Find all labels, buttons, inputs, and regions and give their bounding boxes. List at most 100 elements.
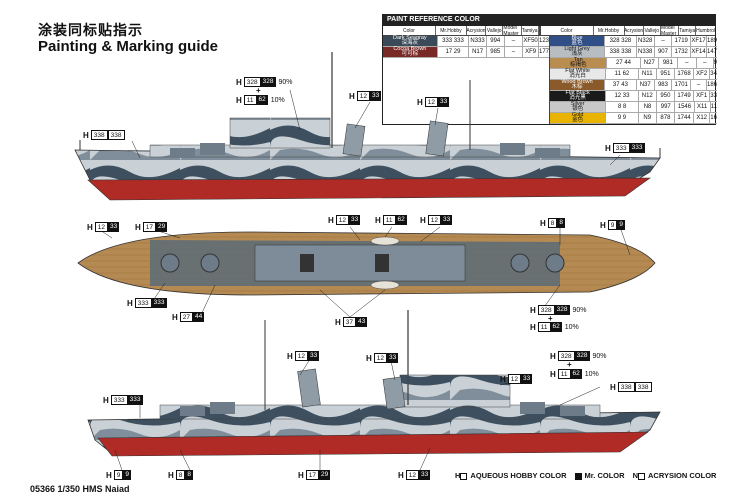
paint-cell-ya: – <box>690 80 706 90</box>
paint-table-title: PAINT REFERENCE COLOR <box>383 15 715 26</box>
paint-cell-ya: XF2 <box>693 69 709 79</box>
header-mrhobby: Mr.Hobby <box>436 26 467 35</box>
paint-cell-va: – <box>653 36 672 46</box>
plus-icon: + <box>567 360 572 369</box>
footer-product-code: 05366 1/350 HMS Naiad <box>30 484 130 494</box>
paint-cell-mh: 333 333 <box>436 36 469 46</box>
plus-icon: + <box>548 314 553 323</box>
paint-cell-va: 983 <box>653 80 672 90</box>
paint-cell-ac: N27 <box>639 58 659 68</box>
paint-cell-mm: 1749 <box>673 91 693 101</box>
paint-cell-ya: X12 <box>693 113 709 123</box>
paint-cell-ac: N11 <box>637 69 656 79</box>
header-tamiya: Tamiya <box>521 26 539 35</box>
paint-cell-ya: XF1 <box>693 91 709 101</box>
paint-cell-ac: N8 <box>637 102 656 112</box>
paint-cell-hu: 123 <box>538 36 550 46</box>
paint-cell-hu: 11 <box>709 102 718 112</box>
ship-top-view <box>77 231 656 296</box>
paint-cell-mm: – <box>676 58 696 68</box>
ship-side-view-port <box>87 310 661 457</box>
paint-cell-ac: N338 <box>635 47 654 57</box>
paint-cell-mh: 338 338 <box>604 47 636 57</box>
title-chinese: 涂装同标贴指示 <box>38 22 143 38</box>
header-vallejo-2: Vallejo <box>644 26 661 35</box>
paint-cell-mm: 1719 <box>671 36 690 46</box>
header-vallejo: Vallejo <box>486 26 504 35</box>
paint-cell-ac: N333 <box>468 36 486 46</box>
paint-cell-hu: 33 <box>709 91 717 101</box>
paint-reference-table: PAINT REFERENCE COLOR Color Mr.Hobby Acr… <box>382 14 718 125</box>
paint-cell-mm: – <box>503 36 523 46</box>
paint-cell-mm: – <box>503 47 523 57</box>
paint-cell-va: 994 <box>485 36 504 46</box>
paint-cell-mh: 8 8 <box>605 102 638 112</box>
paint-cell-mh: 328 328 <box>604 36 636 46</box>
paint-cell-va: 997 <box>656 102 674 112</box>
paint-table-header: Color Mr.Hobby Acrysion Vallejo Model Ma… <box>383 25 715 37</box>
header-acrysion-2: Acrysion <box>623 26 644 35</box>
paint-cell-mh: 12 33 <box>605 91 637 101</box>
plus-icon: + <box>256 86 261 95</box>
paint-cell-va: 878 <box>655 113 674 123</box>
paint-cell-mh: 9 9 <box>605 113 637 123</box>
paint-cell-mh: 27 44 <box>606 58 639 68</box>
header-model-master-2: Model Master <box>661 25 680 37</box>
paint-cell-ya: X11 <box>693 102 710 112</box>
paint-cell-ac: N328 <box>635 36 654 46</box>
paint-cell-mh: 17 29 <box>436 47 469 57</box>
paint-cell-hu: 189 <box>705 36 717 46</box>
paint-cell-ya: XF17 <box>690 36 706 46</box>
ship-side-view-starboard <box>74 52 661 201</box>
paint-cell-hu: 34 <box>709 69 717 79</box>
paint-cell-hu: 147 <box>705 47 717 57</box>
paint-cell-ya: XF50 <box>522 36 538 46</box>
paint-cell-mm: 1744 <box>673 113 693 123</box>
legend-mr-color: Mr. COLOR <box>574 471 625 480</box>
paint-cell-va: 985 <box>485 47 504 57</box>
